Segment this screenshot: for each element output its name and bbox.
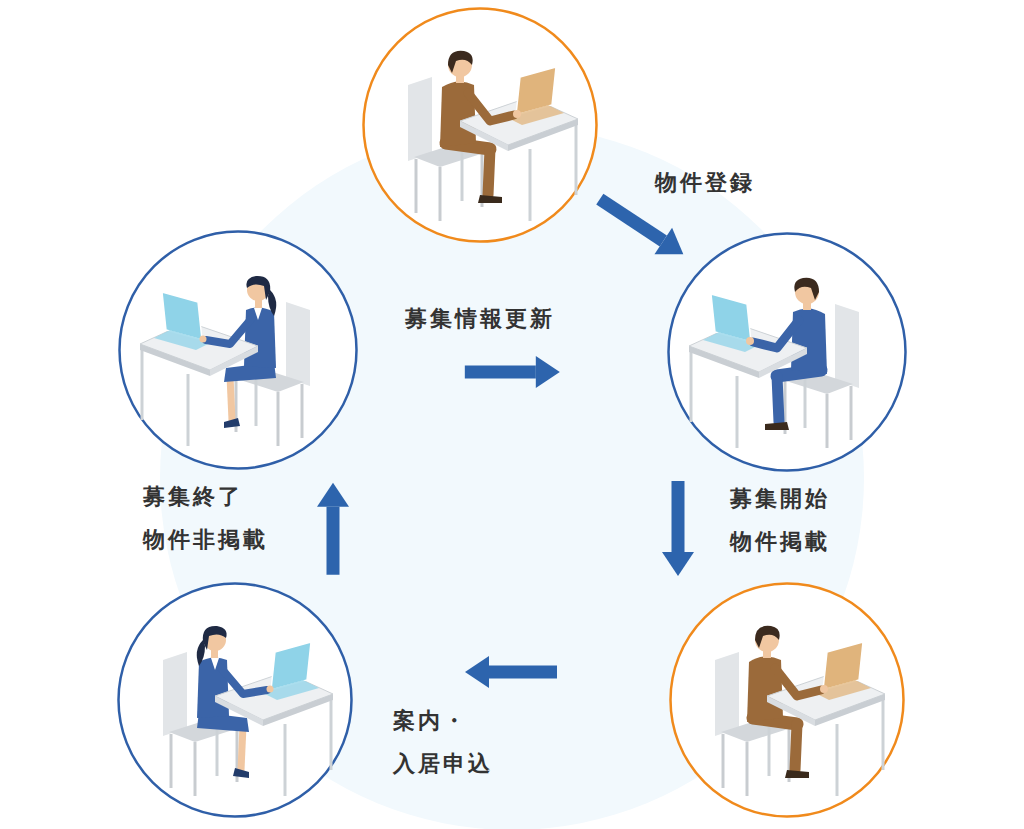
flow-arrow — [465, 656, 557, 688]
flow-arrow — [317, 483, 349, 575]
arrow-head — [465, 656, 489, 688]
worker-figure — [715, 626, 885, 796]
circle-border — [120, 232, 357, 469]
actor-circle — [362, 7, 598, 243]
flow-arrow — [465, 356, 560, 388]
circle-border — [364, 9, 597, 242]
edge-label: 募集情報更新 — [405, 298, 555, 341]
edge-label: 募集終了 物件非掲載 — [143, 476, 268, 562]
flow-arrow — [662, 481, 694, 576]
worker-figure — [140, 276, 310, 446]
circle-outline — [667, 232, 907, 472]
edge-label: 案内・入居申込 — [393, 700, 493, 786]
arrow-shaft — [489, 666, 557, 679]
actor-circle — [669, 582, 905, 818]
circle-border — [119, 584, 352, 817]
actor-circle — [118, 230, 358, 470]
worker-figure — [408, 51, 578, 221]
actor-circle — [117, 582, 353, 818]
arrow-shaft — [327, 507, 340, 575]
flow-arrow — [600, 199, 684, 254]
edge-label: 物件登録 — [655, 162, 755, 205]
circle-border — [671, 584, 904, 817]
circle-outline — [118, 230, 358, 470]
arrow-head — [662, 552, 694, 576]
edge-label: 募集開始 物件掲載 — [730, 478, 830, 564]
worker-figure — [689, 278, 859, 448]
arrow-shaft — [465, 366, 536, 379]
circle-outline — [117, 582, 353, 818]
arrow-head — [317, 483, 349, 507]
circle-border — [669, 234, 906, 471]
arrow-shaft — [672, 481, 685, 552]
arrow-head — [654, 228, 683, 255]
arrow-shaft — [600, 199, 663, 241]
actor-circle — [667, 232, 907, 472]
circle-outline — [669, 582, 905, 818]
worker-figure — [163, 626, 333, 796]
circle-outline — [362, 7, 598, 243]
arrow-head — [536, 356, 560, 388]
